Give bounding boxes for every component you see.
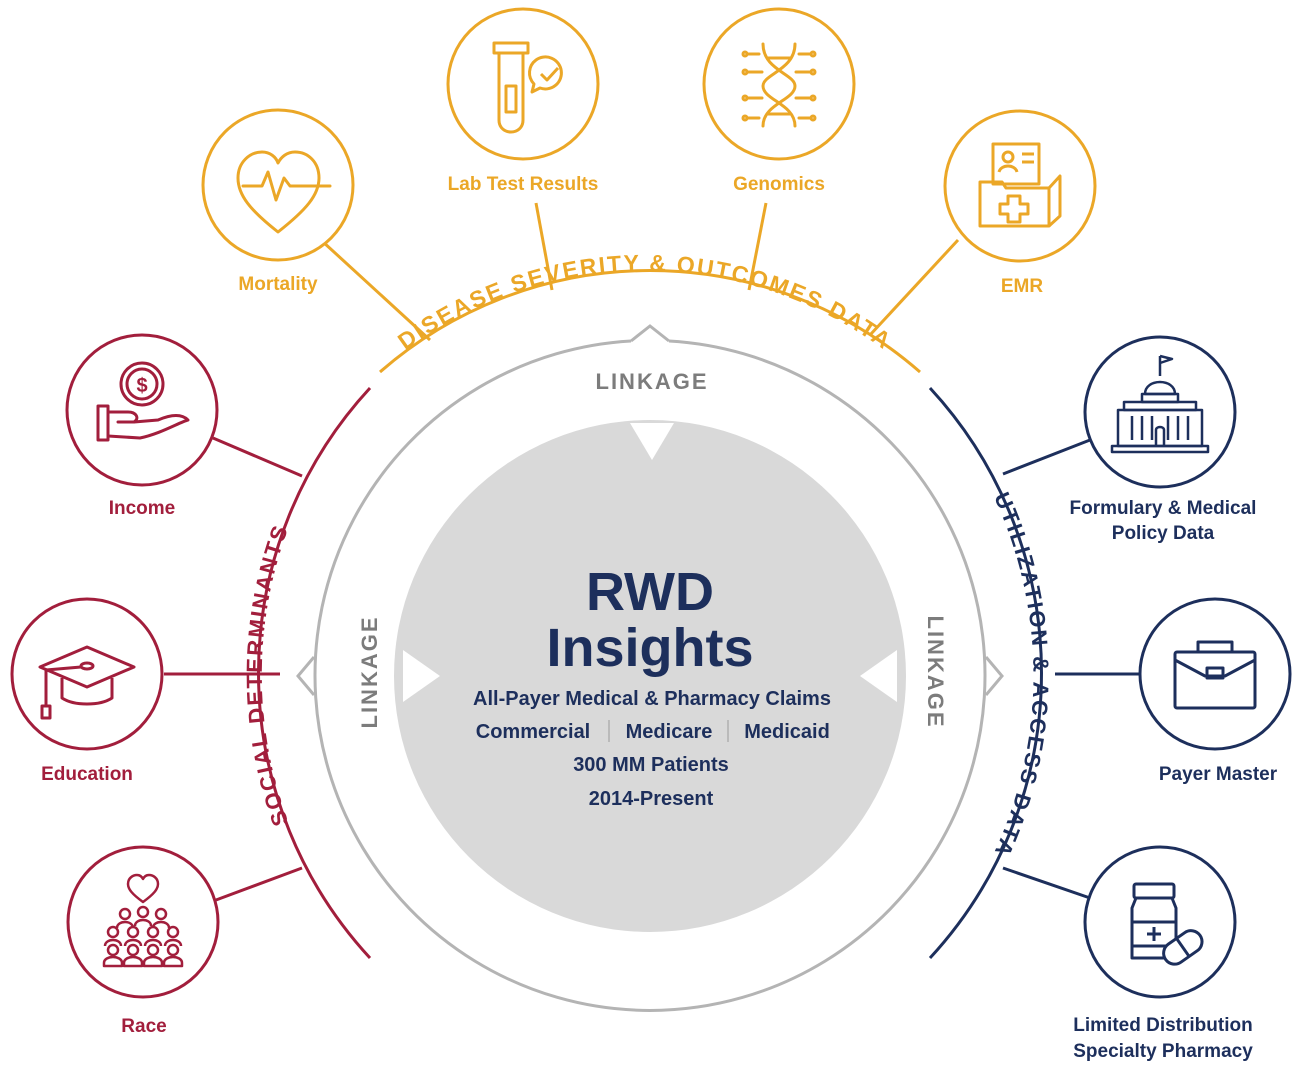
node-limited-distribution: Limited Distribution Specialty Pharmacy bbox=[1073, 845, 1253, 1062]
node-label: Mortality bbox=[238, 274, 318, 295]
node-race: Race bbox=[66, 845, 220, 1037]
svg-text:$: $ bbox=[136, 375, 147, 397]
pill-bottle-icon bbox=[1130, 882, 1204, 966]
center-segment-medicare: Medicare bbox=[626, 721, 713, 743]
center-title-line2: Insights bbox=[546, 618, 753, 678]
node-income: $ Income bbox=[65, 333, 219, 519]
node-education: Education bbox=[10, 597, 164, 785]
people-group-icon bbox=[102, 873, 184, 968]
node-label: Formulary & Medical bbox=[1070, 498, 1257, 519]
node-label: Education bbox=[41, 764, 133, 785]
graduation-cap-icon bbox=[38, 645, 136, 720]
node-label: Lab Test Results bbox=[448, 174, 599, 195]
connectors-navy bbox=[1002, 438, 1140, 900]
linkage-ring bbox=[296, 324, 1004, 1012]
center-segment-commercial: Commercial bbox=[476, 721, 591, 743]
briefcase-icon bbox=[1173, 640, 1257, 710]
center-period: 2014-Present bbox=[589, 788, 714, 810]
center-claims: All-Payer Medical & Pharmacy Claims bbox=[473, 688, 831, 710]
arc-label-utilization: UTILIZATION & ACCESS DATA bbox=[989, 488, 1053, 861]
linkage-label-left: LINKAGE bbox=[357, 616, 382, 729]
connectors-gold bbox=[320, 202, 960, 342]
dna-icon bbox=[741, 42, 817, 128]
center-title-line1: RWD bbox=[586, 562, 714, 622]
connectors-crimson bbox=[164, 436, 303, 902]
center-patients: 300 MM Patients bbox=[573, 754, 729, 776]
node-emr: EMR bbox=[943, 109, 1097, 297]
arc-utilization-access bbox=[928, 386, 1043, 960]
arc-disease-severity bbox=[379, 269, 921, 374]
node-label: Genomics bbox=[733, 174, 825, 195]
linkage-label-right: LINKAGE bbox=[923, 616, 948, 729]
node-label: EMR bbox=[1001, 276, 1044, 297]
center-segment-medicaid: Medicaid bbox=[744, 721, 830, 743]
test-tube-icon bbox=[492, 41, 563, 134]
node-label: Policy Data bbox=[1112, 523, 1215, 544]
node-label: Limited Distribution bbox=[1073, 1015, 1252, 1036]
node-label: Income bbox=[109, 498, 176, 519]
node-payer-master: Payer Master bbox=[1138, 597, 1292, 785]
core-circle bbox=[394, 420, 906, 932]
heart-pulse-icon bbox=[236, 150, 332, 234]
node-formulary: Formulary & Medical Policy Data bbox=[1070, 335, 1257, 544]
medical-record-icon bbox=[978, 142, 1062, 228]
node-label: Specialty Pharmacy bbox=[1073, 1041, 1253, 1062]
node-genomics: Genomics bbox=[702, 7, 856, 195]
hand-coin-icon: $ bbox=[96, 361, 190, 442]
capitol-building-icon bbox=[1110, 354, 1210, 454]
node-label: Payer Master bbox=[1159, 764, 1278, 785]
node-mortality: Mortality bbox=[201, 108, 355, 295]
node-lab-test-results: Lab Test Results bbox=[446, 7, 600, 195]
node-label: Race bbox=[121, 1016, 166, 1037]
linkage-label-top: LINKAGE bbox=[596, 369, 709, 394]
arc-label-disease: DISEASE SEVERITY & OUTCOMES DATA bbox=[393, 250, 897, 355]
